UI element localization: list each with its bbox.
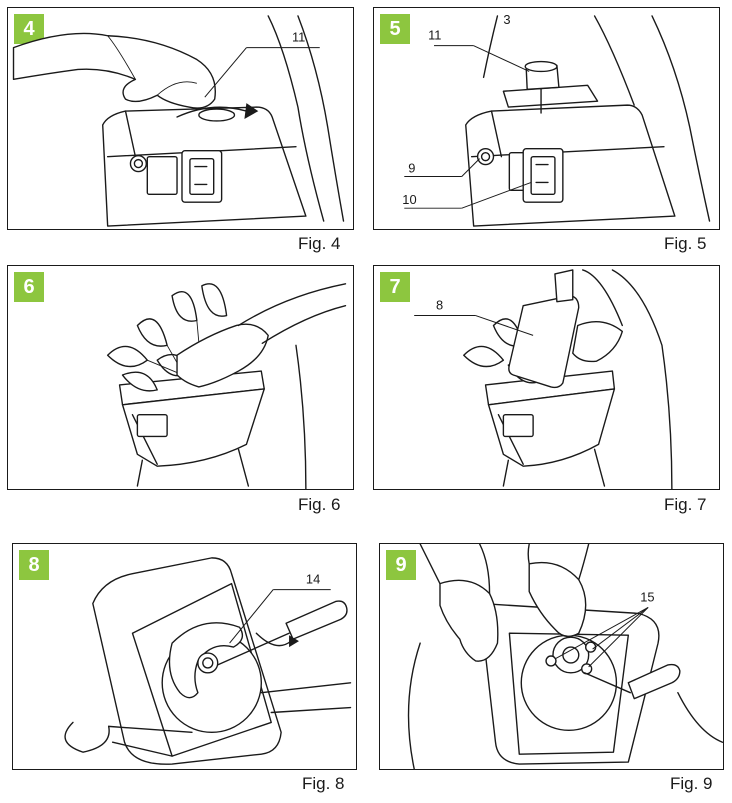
figure-5-caption: Fig. 5: [664, 234, 707, 253]
step-badge-4: 4: [14, 14, 44, 44]
figure-8-caption: Fig. 8: [302, 774, 345, 793]
figure-7-panel: 7 8: [373, 265, 720, 490]
step-badge-8: 8: [19, 550, 49, 580]
figure-6-caption: Fig. 6: [298, 495, 341, 514]
figure-8-illustration: 14: [64, 557, 352, 765]
figure-9-illustration: 15: [407, 544, 723, 769]
callout-label-11b: 11: [428, 28, 441, 43]
callout-label-8: 8: [436, 298, 443, 313]
figure-7-illustration: 8: [414, 269, 673, 489]
callout-label-3: 3: [503, 12, 510, 27]
step-badge-6: 6: [14, 272, 44, 302]
callout-label-11: 11: [292, 30, 305, 45]
figure-8-panel: 8 14: [12, 543, 357, 770]
figure-4-panel: 4 11: [7, 7, 354, 230]
figure-4-illustration: 11: [12, 15, 345, 227]
figure-6-illustration: [106, 283, 347, 489]
callout-label-9: 9: [408, 161, 415, 176]
callout-label-14: 14: [306, 572, 320, 587]
step-badge-5: 5: [380, 14, 410, 44]
figure-9-panel: 9 15: [379, 543, 724, 770]
figure-5-illustration: 3 11 9 10: [402, 12, 711, 227]
step-badge-9: 9: [386, 550, 416, 580]
figure-4-caption: Fig. 4: [298, 234, 341, 253]
step-badge-7: 7: [380, 272, 410, 302]
figure-9-caption: Fig. 9: [670, 774, 713, 793]
figure-5-panel: 5 3 11 9 10: [373, 7, 720, 230]
figure-6-panel: 6: [7, 265, 354, 490]
callout-label-10: 10: [402, 192, 416, 207]
callout-label-15: 15: [640, 589, 654, 604]
figure-7-caption: Fig. 7: [664, 495, 707, 514]
